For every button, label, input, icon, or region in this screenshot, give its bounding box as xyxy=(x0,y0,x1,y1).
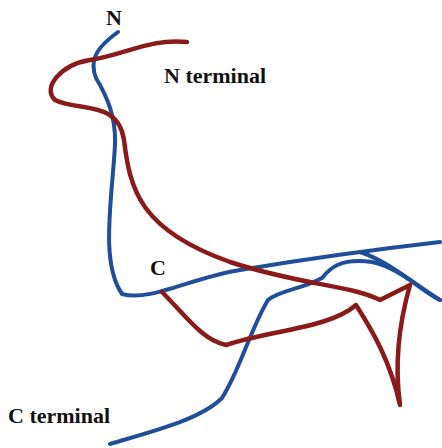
blue-backbone xyxy=(93,32,440,444)
red-backbone xyxy=(51,41,410,405)
blue-backbone-loop xyxy=(360,252,440,300)
terminus-label: C xyxy=(148,256,168,280)
terminus-label: C terminal xyxy=(6,404,112,428)
terminus-label: N terminal xyxy=(162,64,268,88)
terminus-label: N xyxy=(104,6,124,30)
